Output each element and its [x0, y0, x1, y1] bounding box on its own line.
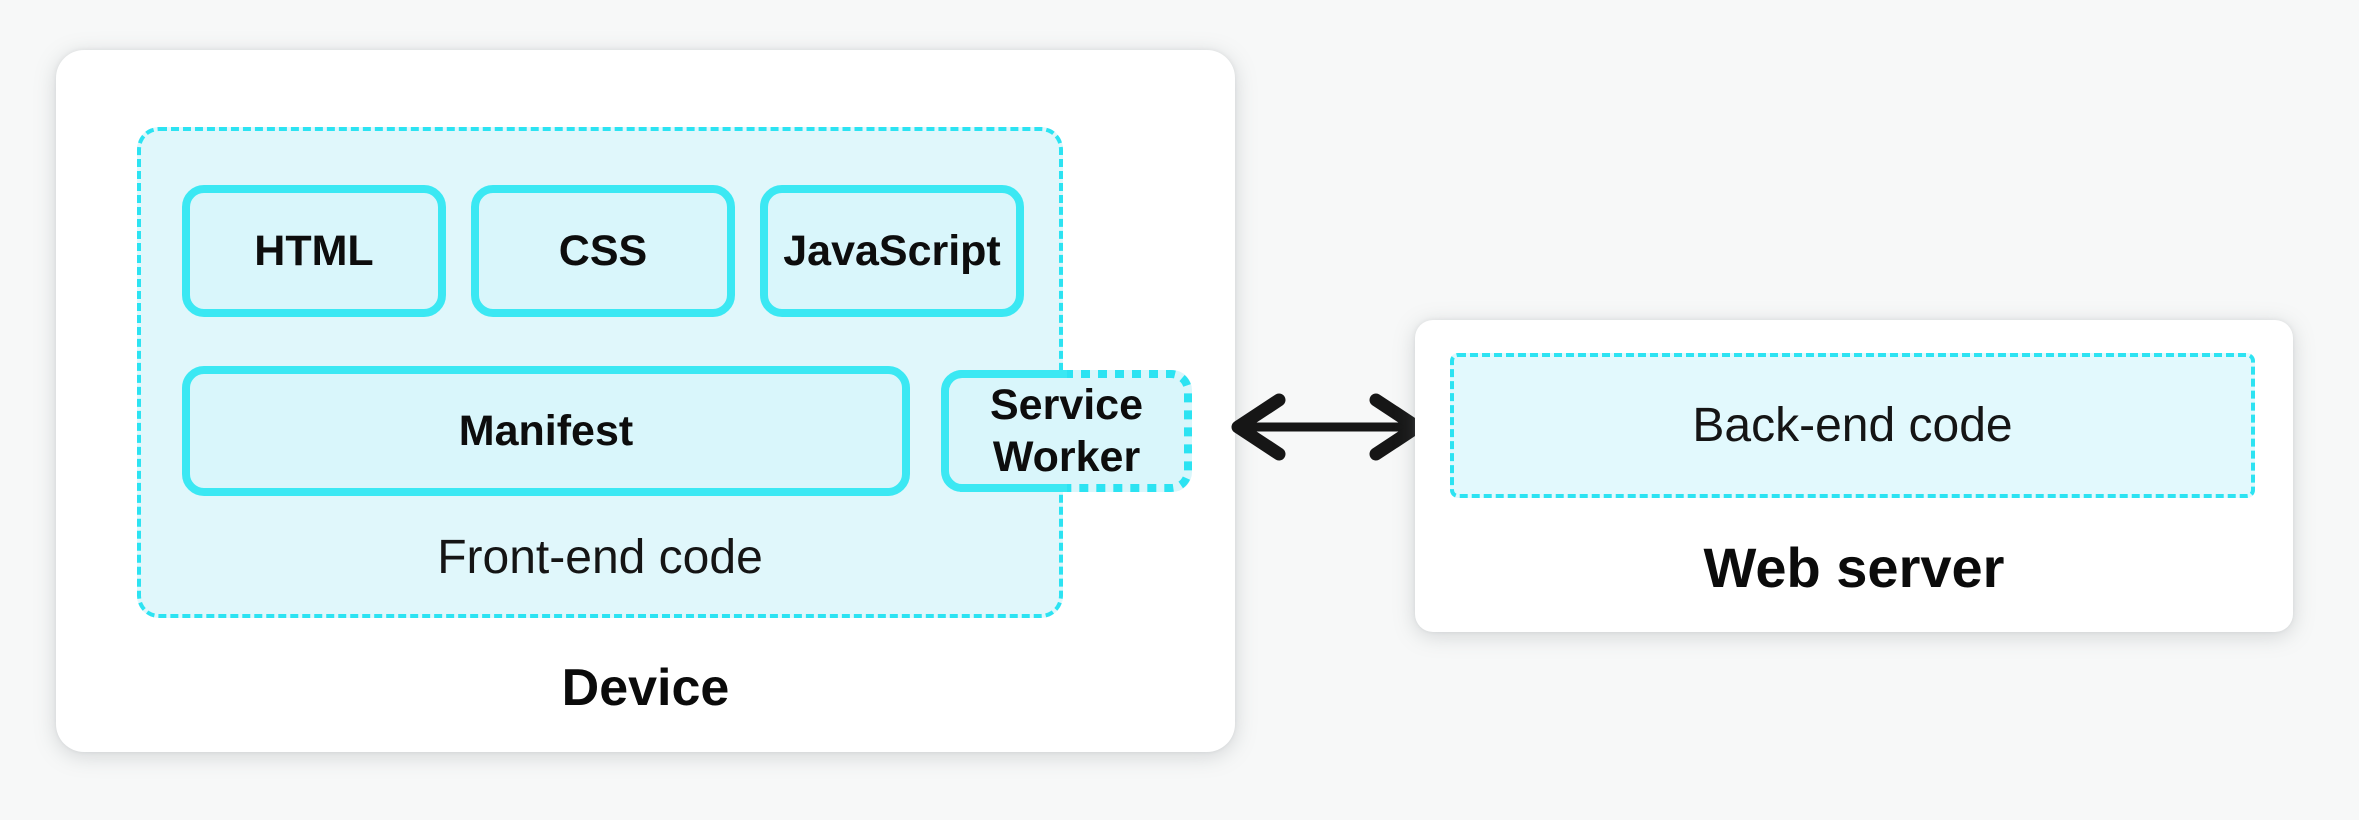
back-end-code-box: Back-end code — [1450, 353, 2255, 498]
javascript-box: JavaScript — [760, 185, 1024, 317]
javascript-box-label: JavaScript — [783, 226, 1001, 275]
front-end-code-caption: Front-end code — [437, 530, 763, 584]
css-box-label: CSS — [558, 226, 648, 275]
service-worker-box-label: Service Worker — [989, 380, 1144, 481]
service-worker-box-outline — [941, 370, 1192, 492]
manifest-box-label: Manifest — [458, 406, 634, 455]
service-worker-box: Service Worker — [937, 366, 1196, 496]
html-box: HTML — [182, 185, 446, 317]
front-end-code-container: HTML CSS JavaScript Manifest — [137, 127, 1192, 618]
web-server-caption: Web server — [1703, 535, 2005, 599]
back-end-code-label: Back-end code — [1692, 399, 2013, 452]
html-box-label: HTML — [254, 226, 374, 275]
css-box: CSS — [471, 185, 735, 317]
manifest-box: Manifest — [182, 366, 910, 496]
web-server-card: Back-end code Web server — [1415, 320, 2293, 632]
bidirectional-arrow-icon — [1225, 377, 1430, 477]
device-card: HTML CSS JavaScript Manifest — [56, 50, 1235, 752]
device-caption: Device — [561, 659, 730, 717]
